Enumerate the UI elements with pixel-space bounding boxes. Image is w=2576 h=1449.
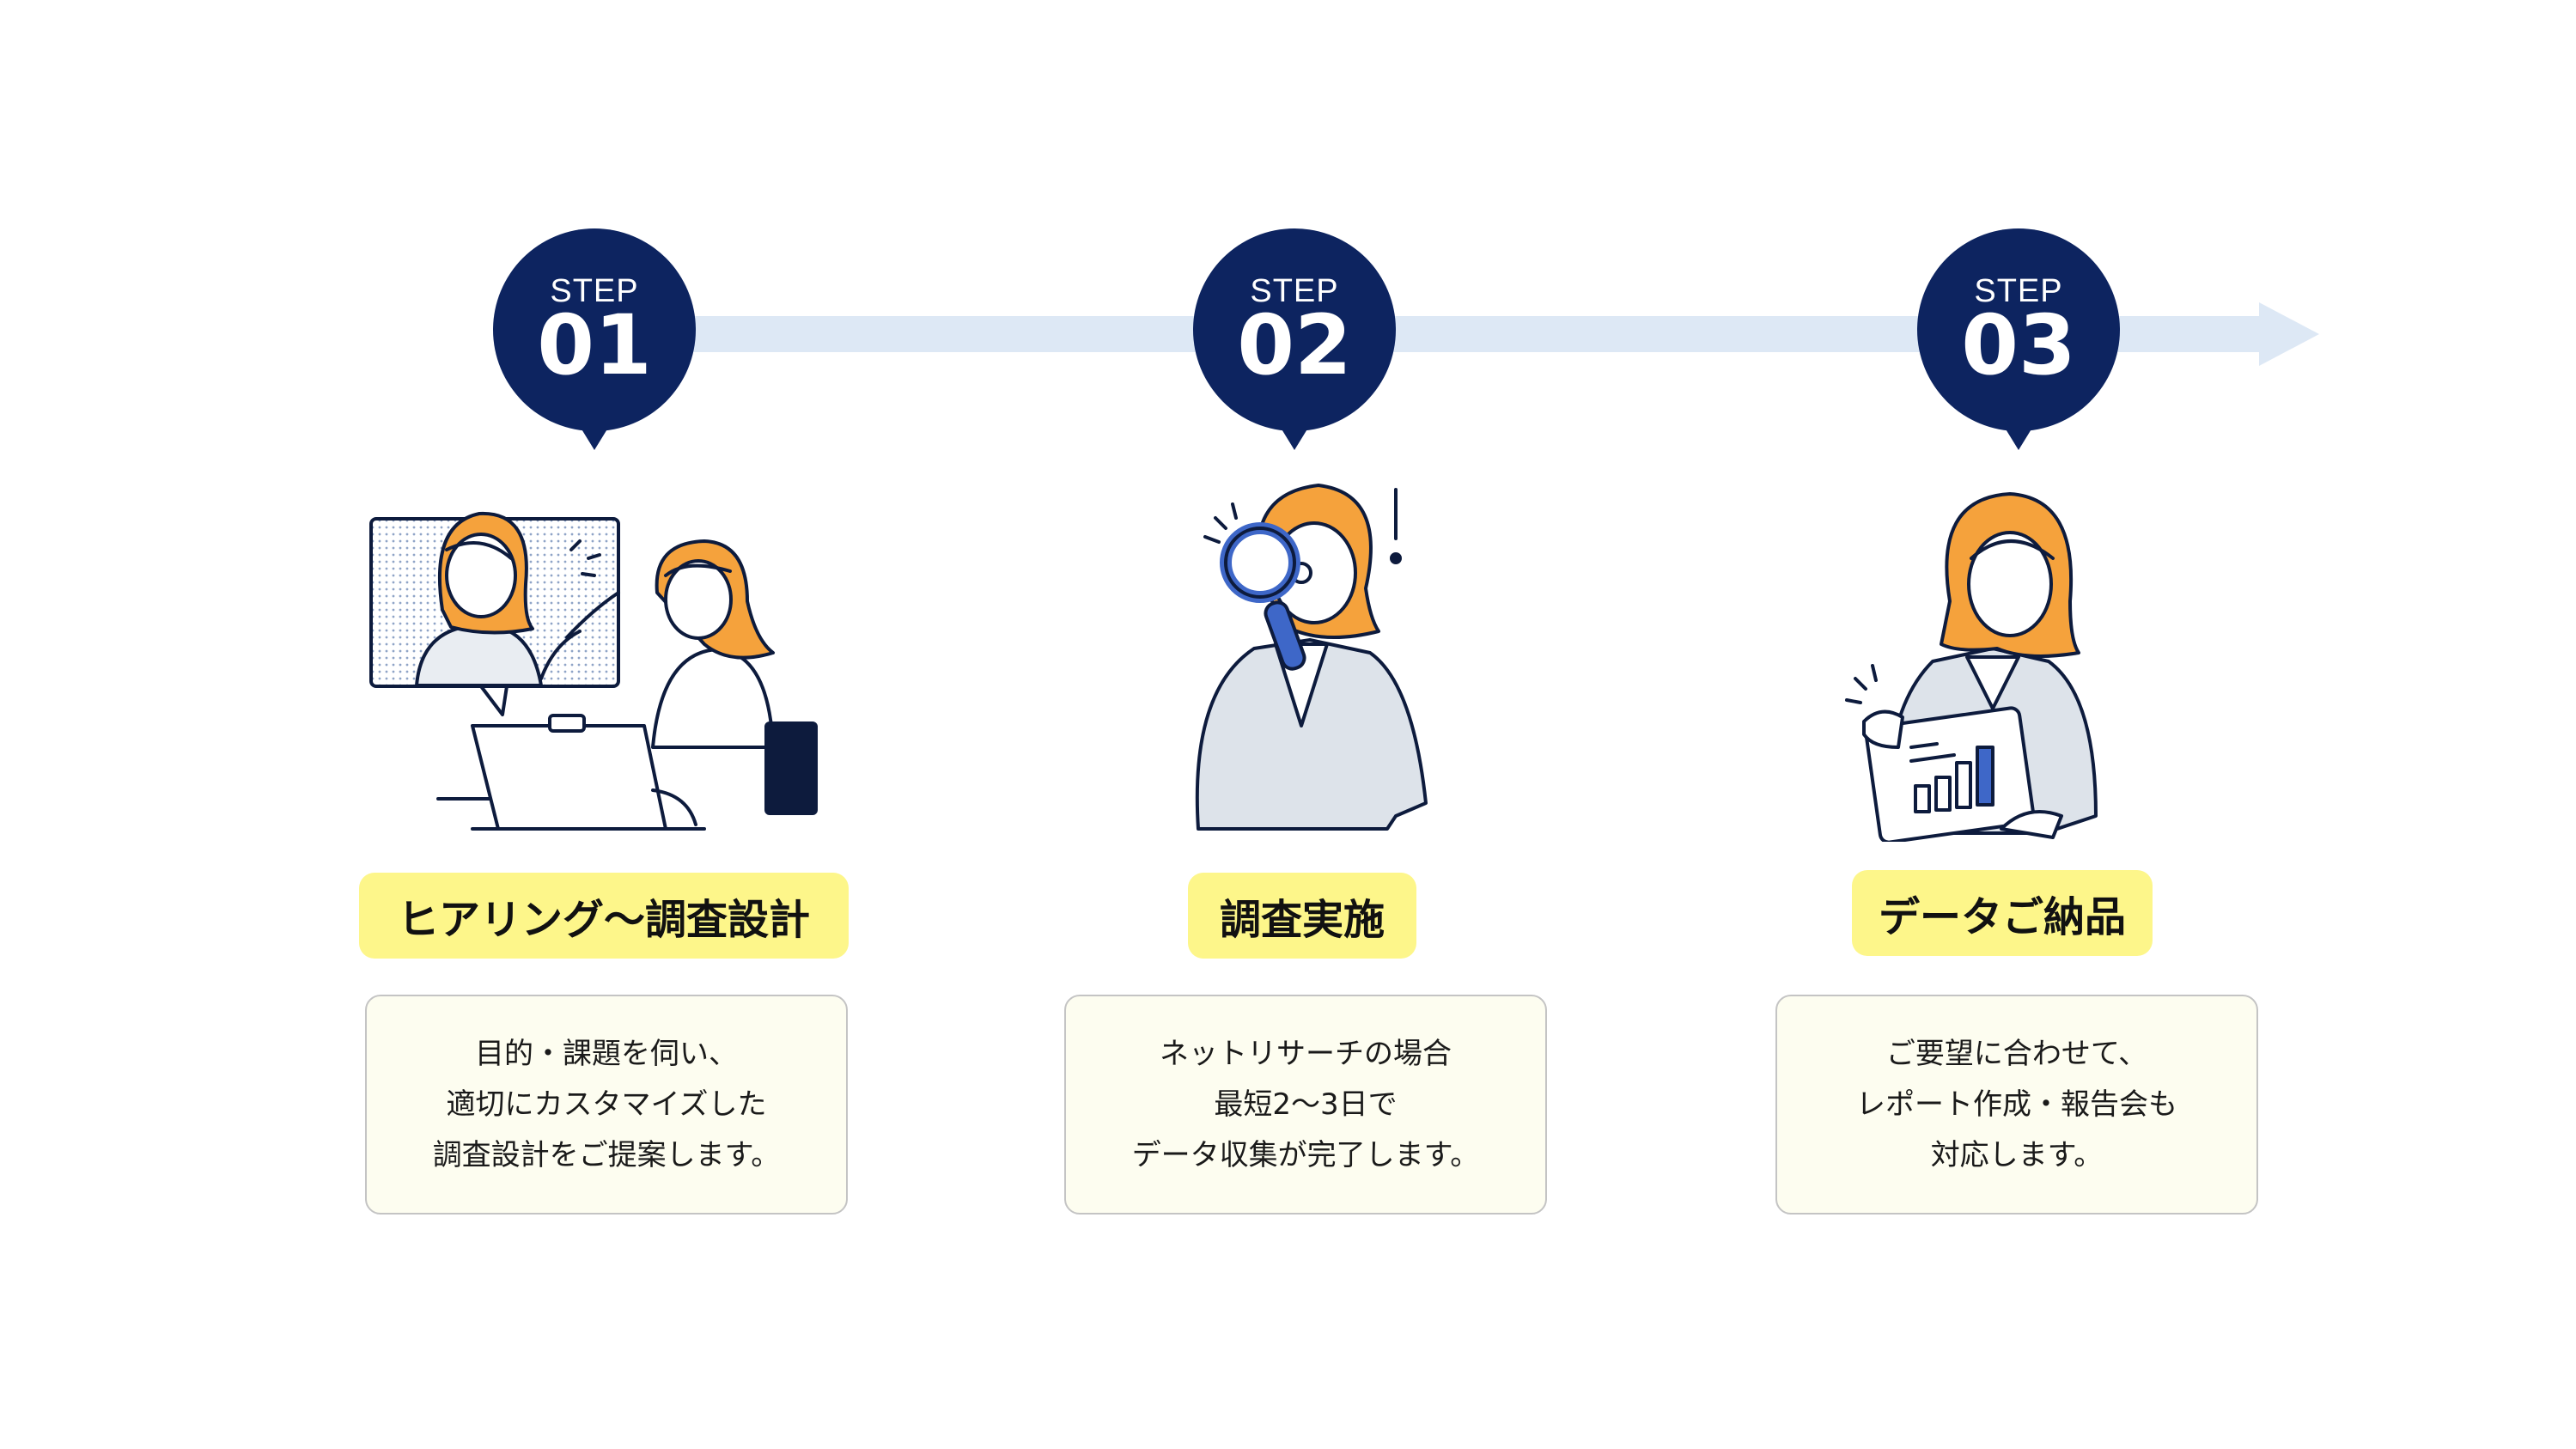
step-number: 03 xyxy=(1961,297,2076,393)
step-label: STEP xyxy=(550,273,639,309)
description-line: ご要望に合わせて、 xyxy=(1885,1036,2148,1071)
magnifying-glass-research-icon xyxy=(1195,484,1428,831)
step-title-2: 調査実施 xyxy=(1188,873,1416,959)
report-chart-delivery-icon xyxy=(1845,492,2098,842)
step-label: STEP xyxy=(1250,273,1339,309)
step-number: 01 xyxy=(537,297,652,393)
step-title-3: データご納品 xyxy=(1852,870,2153,956)
step-badge-1: STEP 01 xyxy=(493,228,696,431)
description-line: レポート作成・報告会も xyxy=(1856,1087,2177,1122)
description-line: 対応します。 xyxy=(1930,1137,2104,1172)
description-line: データ収集が完了します。 xyxy=(1131,1137,1480,1172)
step-badge-3: STEP 03 xyxy=(1917,228,2120,431)
description-line: 適切にカスタマイズした xyxy=(446,1087,767,1122)
step-number: 02 xyxy=(1237,297,1352,393)
description-line: 最短2〜3日で xyxy=(1214,1087,1398,1122)
step-title-1: ヒアリング〜調査設計 xyxy=(359,873,849,959)
step-description-3: ご要望に合わせて、 レポート作成・報告会も 対応します。 xyxy=(1775,995,2258,1215)
description-line: 調査設計をご提案します。 xyxy=(432,1137,781,1172)
description-line: 目的・課題を伺い、 xyxy=(475,1036,738,1071)
step-badge-2: STEP 02 xyxy=(1193,228,1396,431)
step-label: STEP xyxy=(1974,273,2063,309)
video-call-interview-icon xyxy=(369,511,818,831)
description-line: ネットリサーチの場合 xyxy=(1160,1036,1452,1071)
step-description-2: ネットリサーチの場合 最短2〜3日で データ収集が完了します。 xyxy=(1064,995,1547,1215)
step-description-1: 目的・課題を伺い、 適切にカスタマイズした 調査設計をご提案します。 xyxy=(365,995,848,1215)
